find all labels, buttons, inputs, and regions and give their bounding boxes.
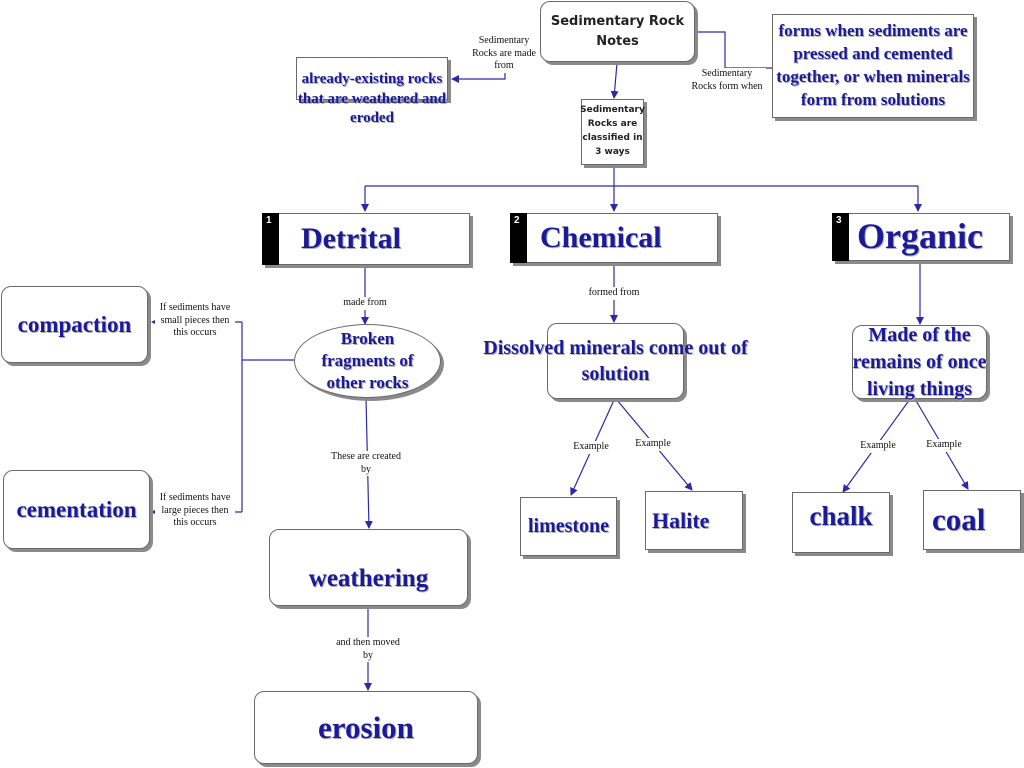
erosion-box: erosion: [254, 691, 478, 764]
fragments-text: Broken fragments of other rocks: [321, 328, 414, 393]
compaction-box: compaction: [1, 286, 148, 363]
category-detrital-label: Detrital: [301, 222, 401, 255]
chalk-box: chalk: [792, 492, 890, 553]
limestone-text: limestone: [527, 515, 610, 537]
remains-box: Made of the remains of once living thing…: [852, 324, 987, 400]
weathering-box: weathering: [269, 529, 468, 606]
form-when-text: forms when sediments are pressed and cem…: [776, 21, 970, 109]
line-title-formwhen: [694, 31, 772, 69]
formed-from-label: formed from: [584, 287, 644, 300]
classified-text: Sedimentary Rocks are classified in 3 wa…: [580, 105, 645, 157]
remains-text: Made of the remains of once living thing…: [852, 323, 987, 400]
category-chemical: Chemical: [510, 213, 718, 263]
coal-box: coal: [923, 490, 1021, 550]
compaction-text: compaction: [17, 311, 132, 337]
dissolved-text: Dissolved minerals come out of solution: [483, 337, 748, 385]
created-by-label: These are created by: [326, 451, 406, 476]
category-chemical-label: Chemical: [540, 221, 662, 254]
title-text: Sedimentary Rock Notes: [550, 14, 685, 49]
organic-example-label-2: Example: [925, 439, 963, 452]
organic-example-label-1: Example: [859, 440, 897, 453]
cementation-text: cementation: [16, 496, 137, 522]
chemical-example-label-1: Example: [572, 441, 610, 454]
chemical-example-label-2: Example: [634, 438, 672, 451]
made-from-box: already-existing rocks that are weathere…: [296, 57, 448, 126]
halite-box: Halite: [645, 491, 743, 550]
category-organic-number: 3: [832, 213, 849, 261]
cementation-box: cementation: [3, 470, 150, 549]
made-from-text: already-existing rocks that are weathere…: [297, 71, 447, 127]
halite-text: Halite: [652, 507, 710, 533]
moved-by-label: and then moved by: [330, 637, 406, 662]
classified-box: Sedimentary Rocks are classified in 3 wa…: [580, 99, 645, 165]
chalk-text: chalk: [809, 501, 873, 531]
erosion-text: erosion: [318, 709, 414, 745]
category-organic-label: Organic: [857, 216, 983, 256]
dissolved-box: Dissolved minerals come out of solution: [483, 323, 748, 399]
fragments-ellipse: Broken fragments of other rocks: [294, 324, 441, 398]
category-detrital: Detrital: [262, 213, 470, 265]
form-when-label: Sedimentary Rocks form when: [688, 68, 766, 93]
coal-text: coal: [932, 502, 986, 537]
category-detrital-number: 1: [262, 213, 279, 265]
made-from-label: Sedimentary Rocks are made from: [468, 35, 540, 73]
small-pieces-label: If sediments have small pieces then this…: [155, 302, 235, 340]
title-box: Sedimentary Rock Notes: [540, 1, 695, 62]
line-title-classified: [610, 62, 619, 99]
limestone-box: limestone: [520, 497, 617, 556]
large-pieces-label: If sediments have large pieces then this…: [155, 492, 235, 530]
form-when-box: forms when sediments are pressed and cem…: [772, 14, 974, 118]
category-chemical-number: 2: [510, 213, 527, 263]
detrital-made-from-label: made from: [335, 297, 395, 310]
weathering-text: weathering: [308, 565, 429, 592]
category-organic: Organic: [832, 213, 1010, 261]
